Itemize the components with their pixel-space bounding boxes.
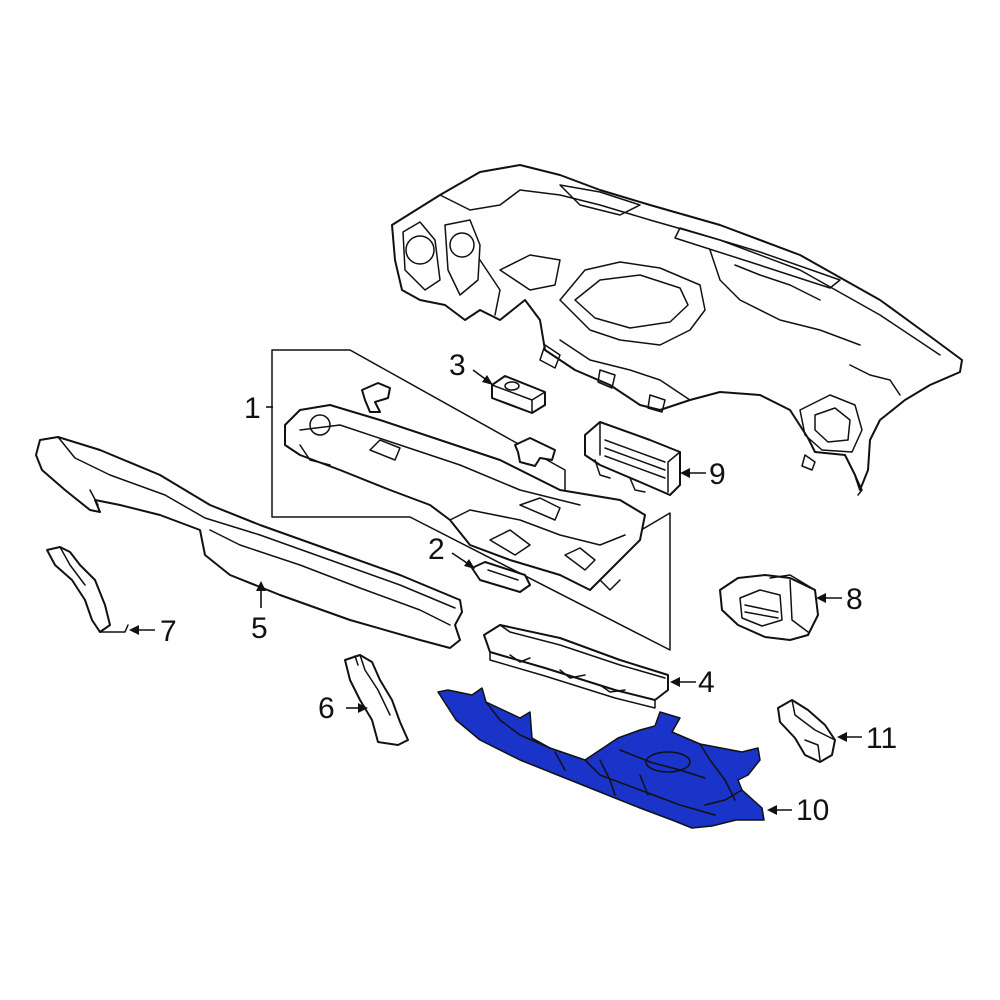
instrument-carrier <box>284 382 646 591</box>
callout-11: 11 <box>866 722 897 755</box>
callout-3: 3 <box>449 349 466 382</box>
part-10-glovebox <box>437 687 765 829</box>
part-8-vent <box>719 574 819 641</box>
callout-1: 1 <box>244 392 261 425</box>
part-6-trim <box>344 654 409 746</box>
dashboard-frame <box>391 164 963 496</box>
part-1-group-box <box>271 349 671 651</box>
callout-5: 5 <box>251 612 268 645</box>
part-5-trim <box>35 436 463 649</box>
callout-9: 9 <box>709 458 726 491</box>
part-11-switch <box>777 699 836 763</box>
part-2-bracket <box>471 561 531 593</box>
callout-labels: 1 2 3 4 5 6 7 8 9 10 11 <box>160 349 897 827</box>
callout-8: 8 <box>846 583 863 616</box>
part-3-switch <box>491 375 546 414</box>
callout-6: 6 <box>318 692 335 725</box>
callout-10: 10 <box>796 794 829 827</box>
callout-leaders <box>129 369 862 815</box>
callout-2: 2 <box>428 533 445 566</box>
part-4-tray <box>483 624 669 709</box>
part-9-vent <box>584 421 681 496</box>
callout-7: 7 <box>160 615 177 648</box>
callout-4: 4 <box>698 666 715 699</box>
part-7-trim <box>46 546 129 633</box>
